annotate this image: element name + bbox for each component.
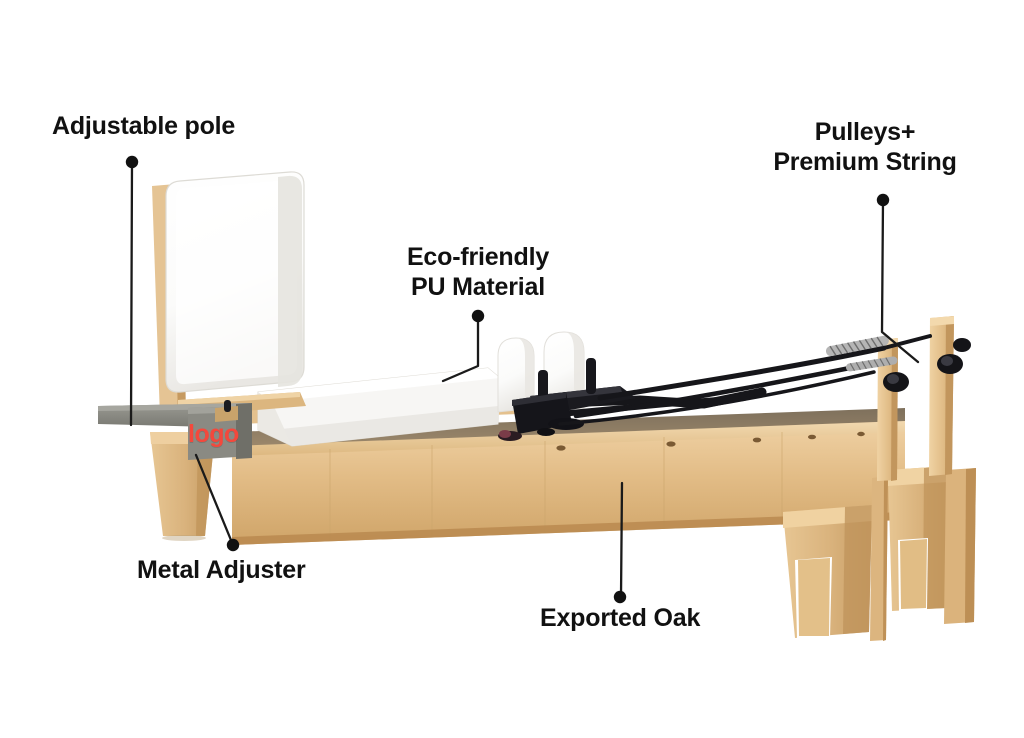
callout-label-adjustable-pole: Adjustable pole — [52, 112, 235, 142]
callout-line: Exported Oak — [540, 604, 701, 632]
carriage-pad — [257, 367, 501, 447]
leader-dot-eco-friendly-pu-material — [471, 309, 485, 323]
callout-line: PU Material — [411, 272, 545, 301]
head-hardware — [215, 400, 238, 422]
callout-line: Pulleys+ — [814, 118, 916, 146]
leader-dot-exported-oak — [613, 590, 627, 604]
callout-label-pulleys-premium-string: Pulleys+ Premium String — [740, 118, 990, 177]
oak-frame-rail — [232, 408, 905, 545]
product-logo: logo — [188, 420, 239, 449]
callout-line: Eco-friendly — [406, 243, 550, 271]
spring — [825, 335, 898, 372]
callout-label-metal-adjuster: Metal Adjuster — [137, 556, 306, 586]
adjustable-backrest-pad — [152, 171, 306, 418]
leader-line-exported-oak — [619, 481, 624, 599]
leader-line-eco-friendly-pu-material — [441, 314, 480, 383]
leader-dot-adjustable-pole — [125, 155, 139, 169]
callout-label-exported-oak: Exported Oak — [540, 604, 700, 634]
callout-line: Premium String — [773, 147, 957, 176]
oak-riser-base — [888, 466, 976, 624]
leader-line-pulleys-premium-string — [880, 198, 920, 364]
callout-label-eco-friendly-pu-material: Eco-friendly PU Material — [393, 243, 563, 302]
leader-line-adjustable-pole — [129, 160, 134, 427]
leader-dot-pulleys-premium-string — [876, 193, 890, 207]
riser-knob — [883, 338, 971, 392]
callout-line: Metal Adjuster — [137, 556, 306, 584]
leader-line-metal-adjuster — [194, 453, 235, 547]
oak-leg-right — [783, 476, 888, 641]
product-logo-text: logo — [188, 420, 239, 448]
callout-line: Adjustable pole — [52, 112, 236, 140]
frame-peg-holes — [556, 431, 865, 451]
leader-dot-metal-adjuster — [226, 538, 240, 552]
